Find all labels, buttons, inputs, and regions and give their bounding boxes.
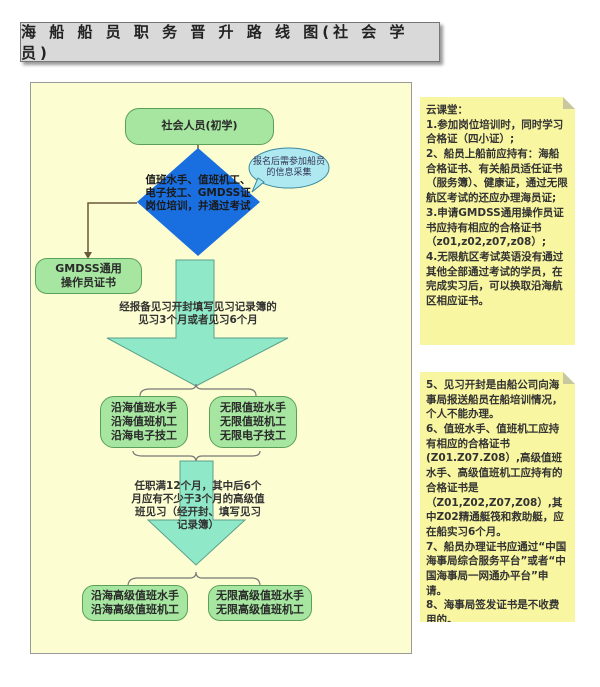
step2-text: 任职满12个月，其中后6个月应有不少于3个月的高级值班见习（经开封、填写见习记录… (131, 480, 265, 532)
connector (87, 202, 137, 256)
big-arrow-2 (146, 460, 247, 566)
callout-bubble (248, 147, 330, 189)
coastal-senior-node: 沿海高级值班水手 沿海高级值班机工 (82, 585, 188, 621)
decision-diamond (137, 148, 260, 256)
decision-text: 值班水手、值班机工、电子技工、GMDSS证岗位培训，并通过考试 (145, 174, 251, 213)
start-node: 社会人员(初学) (125, 108, 274, 145)
step1-text: 经报备见习开封填写见习记录簿的 见习3个月或者见习6个月 (119, 301, 277, 327)
callout-text: 报名后需参加船员的信息采集 (252, 157, 325, 179)
coastal-duty-node: 沿海值班水手 沿海值班机工 沿海电子技工 (100, 396, 188, 448)
unlimited-duty-node: 无限值班水手 无限值班机工 无限电子技工 (209, 396, 297, 448)
arrowhead (84, 252, 92, 259)
brace (127, 571, 261, 587)
brace (139, 383, 257, 397)
unlimited-senior-node: 无限高级值班水手 无限高级值班机工 (208, 585, 312, 621)
big-arrow-1 (106, 259, 289, 387)
note-1: 云课堂： 1.参加岗位培训时，同时学习合格证（四小证）; 2、船员上船前应持有：… (420, 97, 575, 345)
gmdss-certificate-node: GMDSS通用 操作员证书 (35, 258, 142, 294)
brace (132, 450, 261, 463)
page-title: 海 船 船 员 职 务 晋 升 路 线 图(社 会 学 员) (20, 22, 440, 62)
note-2: 5、见习开封是由船公司向海事局报送船员在船培训情况，个人不能办理。 6、值班水手… (420, 372, 575, 622)
